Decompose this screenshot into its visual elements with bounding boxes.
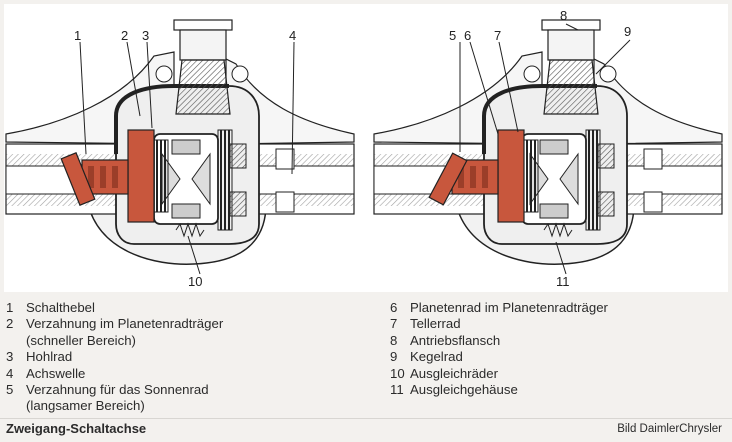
legend-text: Planetenrad im Planetenradträger	[410, 300, 608, 315]
callout-label: 2	[121, 28, 128, 43]
legend-item: 1 Schalthebel	[6, 300, 223, 316]
legend-text: Antriebsflansch	[410, 332, 501, 348]
legend-text: Kegelrad	[410, 349, 463, 365]
legend-item: 10 Ausgleichräder	[390, 366, 608, 382]
right-axle-drawing	[372, 18, 724, 267]
legend-text: Ausgleichgehäuse	[410, 382, 518, 398]
legend-item: 7 Tellerrad	[390, 316, 608, 332]
legend-number	[6, 333, 26, 349]
divider	[0, 418, 732, 419]
leader-lines-right	[459, 23, 631, 275]
callout-label: 8	[560, 8, 567, 23]
image-credit: Bild DaimlerChrysler	[617, 423, 722, 435]
axle-cutaway-diagram: 1 2 3 4 10 8 9 5 6 7 11	[4, 4, 728, 292]
leader-lines-left	[79, 41, 295, 275]
legend-text: (schneller Bereich)	[26, 332, 136, 348]
callout-label: 1	[74, 28, 81, 43]
legend-item: (langsamer Bereich)	[6, 398, 223, 414]
callout-label: 5	[449, 28, 456, 43]
callout-label: 3	[142, 28, 149, 43]
legend-text: (langsamer Bereich)	[26, 398, 145, 414]
left-axle-drawing	[4, 18, 356, 267]
callout-label: 11	[556, 274, 570, 289]
figure-caption: Zweigang-Schaltachse	[6, 421, 147, 436]
legend-item: 6 Planetenrad im Planetenradträger	[390, 300, 608, 316]
legend-item: 4 Achswelle	[6, 366, 223, 382]
legend-item: 3 Hohlrad	[6, 349, 223, 365]
legend-number: 3	[6, 349, 14, 365]
legend-text: Hohlrad	[26, 349, 73, 365]
legend-item: 2 Verzahnung im Planetenradträger	[6, 316, 223, 332]
legend-text: Ausgleichräder	[410, 365, 498, 381]
legend-number: 9	[390, 349, 398, 365]
legend-text: Schalthebel	[26, 300, 95, 315]
legend-item: 5 Verzahnung für das Sonnenrad	[6, 382, 223, 398]
legend-text: Tellerrad	[410, 316, 461, 332]
cutaway-drawings: 1 2 3 4 10 8 9 5 6 7 11	[4, 8, 724, 289]
legend-text: Achswelle	[26, 365, 86, 381]
legend-number: 10	[390, 365, 405, 381]
callout-label: 9	[624, 24, 631, 39]
legend-number: 4	[6, 365, 14, 381]
legend-item: 11 Ausgleichgehäuse	[390, 382, 608, 398]
legend-number: 11	[390, 382, 404, 398]
legend-item: (schneller Bereich)	[6, 333, 223, 349]
legend-number	[6, 398, 26, 414]
legend-text: Verzahnung für das Sonnenrad	[26, 382, 209, 398]
legend-text: Verzahnung im Planetenradträger	[26, 316, 224, 332]
legend-number: 2	[6, 316, 14, 332]
legend-number: 8	[390, 332, 398, 348]
callout-label: 7	[494, 28, 501, 43]
callout-label: 6	[464, 28, 471, 43]
callout-label: 10	[188, 274, 202, 289]
legend-number: 6	[390, 300, 398, 315]
legend-left: 1 Schalthebel 2 Verzahnung im Planetenradt…	[6, 300, 223, 415]
legend-right: 6 Planetenrad im Planetenradträger 7 Telle…	[390, 300, 608, 398]
callout-label: 4	[289, 28, 296, 43]
legend-number: 5	[6, 382, 14, 398]
legend-number: 7	[390, 316, 398, 332]
legend-item: 9 Kegelrad	[390, 349, 608, 365]
legend-item: 8 Antriebsflansch	[390, 333, 608, 349]
legend-number: 1	[6, 300, 14, 315]
